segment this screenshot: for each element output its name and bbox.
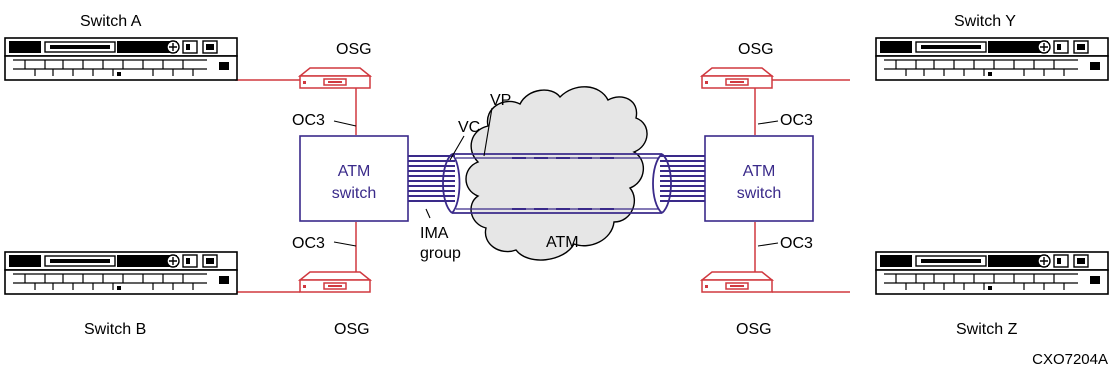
oc3-leader-z bbox=[757, 242, 779, 247]
oc3-label-y: OC3 bbox=[780, 112, 813, 129]
osg-label-b: OSG bbox=[334, 321, 370, 338]
switch-y-label: Switch Y bbox=[954, 13, 1016, 30]
vc-leader bbox=[449, 135, 465, 161]
ima-label-line1: IMA bbox=[420, 225, 449, 242]
atm-switch-left-line1: ATM bbox=[338, 163, 371, 180]
atm-switch-right-line1: ATM bbox=[743, 163, 776, 180]
osg-device-b bbox=[299, 271, 371, 293]
figure-id: CXO7204A bbox=[1032, 351, 1108, 368]
atm-switch-left-line2: switch bbox=[332, 185, 376, 202]
oc3-label-z: OC3 bbox=[780, 235, 813, 252]
vc-label: VC bbox=[458, 119, 480, 136]
switch-a-device bbox=[4, 37, 238, 81]
switch-b-label: Switch B bbox=[84, 321, 146, 338]
vp-label: VP bbox=[490, 92, 511, 109]
atm-cloud bbox=[465, 86, 648, 261]
osg-label-a: OSG bbox=[336, 41, 372, 58]
oc3-leader-y bbox=[757, 120, 779, 125]
atm-switch-right bbox=[704, 135, 814, 222]
switch-b-device bbox=[4, 251, 238, 295]
switch-z-label: Switch Z bbox=[956, 321, 1018, 338]
osg-device-z bbox=[701, 271, 773, 293]
cloud-label: ATM bbox=[546, 234, 579, 251]
ima-leader bbox=[425, 208, 431, 219]
vp-tunnel bbox=[442, 153, 672, 214]
atm-switch-left bbox=[299, 135, 409, 222]
switch-y-device bbox=[875, 37, 1109, 81]
ima-group-lines-left bbox=[408, 155, 455, 202]
switch-z-device bbox=[875, 251, 1109, 295]
oc3-label-b: OC3 bbox=[292, 235, 325, 252]
oc3-label-a: OC3 bbox=[292, 112, 325, 129]
vp-leader bbox=[483, 107, 493, 157]
osg-device-y bbox=[701, 67, 773, 89]
osg-device-a bbox=[299, 67, 371, 89]
osg-label-y: OSG bbox=[738, 41, 774, 58]
oc3-leader-a bbox=[333, 120, 357, 127]
ima-group-lines-right bbox=[660, 155, 705, 202]
oc3-leader-b bbox=[333, 241, 357, 247]
switch-a-label: Switch A bbox=[80, 13, 142, 30]
osg-label-z: OSG bbox=[736, 321, 772, 338]
atm-switch-right-line2: switch bbox=[737, 185, 781, 202]
ima-label-line2: group bbox=[420, 245, 461, 262]
